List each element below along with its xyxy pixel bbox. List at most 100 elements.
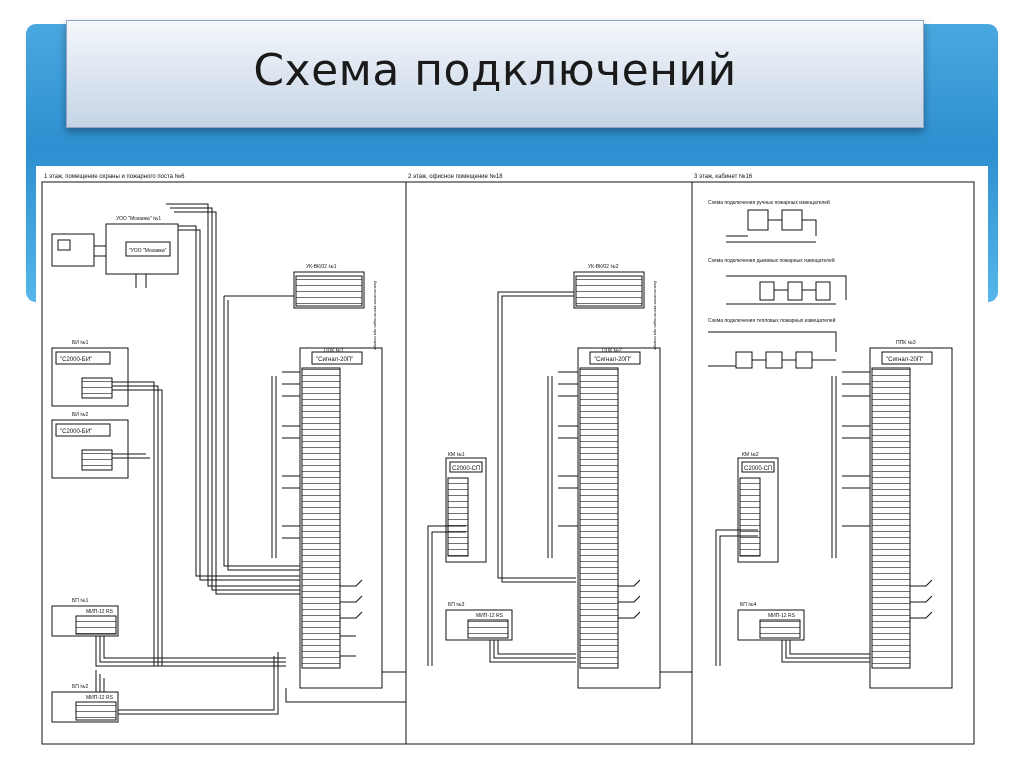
km1-label: КМ №1 [448,452,465,458]
phone-device [51,233,95,267]
loop-bracket [831,376,837,558]
wire [112,453,150,459]
wire-bus [166,203,300,595]
km1-model-box [449,461,483,473]
ppk1-model: "Сигнал-20П" [316,357,353,363]
loop-bracket [547,376,553,558]
mip2-terminals [75,701,117,721]
mip4-unit [737,609,805,641]
bi1-terminals [81,377,113,399]
scheme-manual-label: Схема подключения ручных пожарных извеща… [708,199,830,206]
wire-bus [95,636,286,667]
loop-bracket [271,376,277,558]
mip3-label: БП №3 [448,602,465,608]
bi2-unit [51,419,129,479]
wire [427,525,466,666]
page-title: Схема подключений [253,44,737,96]
mip3-terminals [467,619,509,639]
mosaic-unit [105,223,179,275]
uk1-label: УК-ВК/02 №1 [306,264,337,270]
km1-unit [445,457,487,563]
ppk3-terminals [871,367,911,669]
relay-contacts [618,579,641,619]
manual-detector [747,209,769,231]
section-label-3: 3 этаж, кабинет №16 [694,173,753,180]
schematic-sheet: 1 этаж, помещение охраны и пожарного пос… [36,166,988,762]
km1-terminals [447,477,469,557]
scheme-heat-label: Схема подключения тепловых пожарных изве… [708,317,836,324]
km2-label: КМ №2 [742,452,759,458]
bi1-label: БИ №1 [72,340,89,346]
wiring-diagram: 1 этаж, помещение охраны и пожарного пос… [41,173,975,745]
mip4-terminals [759,619,801,639]
mip4-label: БП №4 [740,602,757,608]
wire [118,652,279,715]
bi1-model: "С2000-БИ" [60,357,92,363]
wire-bus [497,291,576,583]
wire [223,295,300,571]
uk2-terminals [575,275,643,307]
wire [285,671,406,703]
wire-bus [489,640,576,663]
mip4-model: МИП-12 RS [768,613,796,619]
wire [708,331,837,367]
wire-bus [112,381,163,666]
ppk3-model: "Сигнал-20П" [886,357,923,363]
loop-wires [558,371,578,527]
wire [340,635,356,657]
ppk3-label: ППК №3 [896,340,916,346]
km2-model: С2000-СП [744,466,772,472]
loop-wires [842,371,870,527]
relay-contacts [340,579,363,619]
heat-detector [795,351,813,369]
ppk1-label: ППК №1 [324,348,344,354]
wire [715,529,758,666]
ppk1-unit [299,347,383,689]
relay-contacts [910,579,933,619]
ppk3-unit [869,347,953,689]
uk1-terminals [295,275,363,307]
title-box: Схема подключений [66,20,924,128]
heat-detector [765,351,783,369]
smoke-detector [787,281,803,301]
bi1-unit [51,347,129,407]
ppk2-model-box [589,351,641,365]
wire [726,275,847,305]
ppk1-terminals [301,367,341,669]
mosaic-inner [125,241,171,257]
loop-wires [282,371,300,539]
section-label-2: 2 этаж, офисное помещение №18 [408,173,503,180]
mip3-model: МИП-12 RS [476,613,504,619]
mip1-terminals [75,615,117,635]
section-label-1: 1 этаж, помещение охраны и пожарного пос… [44,173,185,180]
ppk2-unit [577,347,661,689]
wire-bus [178,225,300,581]
km2-unit [737,457,779,563]
uk2-label: УК-ВК/02 №2 [588,264,619,270]
wire [135,274,147,288]
phone-handset [57,239,71,251]
bi1-model-box [55,351,111,365]
ppk2-terminals [579,367,619,669]
mip2-model: МИП-12 RS [86,695,114,701]
km2-terminals [739,477,761,557]
heat-detector [735,351,753,369]
mip2-label: БП №2 [72,684,89,690]
uk1-note: Выключение вентиляции при пожаре [373,281,378,351]
mosaic-inner-label: "УОО "Мозаика" [129,248,167,254]
mip3-unit [445,609,513,641]
km1-model: С2000-СП [452,466,480,472]
wire [95,670,105,692]
bi2-terminals [81,449,113,471]
mip2-unit [51,691,119,723]
uk2-note: Выключение вентиляции при пожаре [653,281,658,351]
uk1-unit [293,271,365,309]
ppk2-label: ППК №2 [602,348,622,354]
sheet-frame [41,181,975,745]
mip1-label: БП №1 [72,598,89,604]
km2-model-box [741,461,775,473]
wire [726,219,817,243]
ppk2-model: "Сигнал-20П" [594,357,631,363]
wire-bus [781,640,870,663]
smoke-detector [815,281,831,301]
